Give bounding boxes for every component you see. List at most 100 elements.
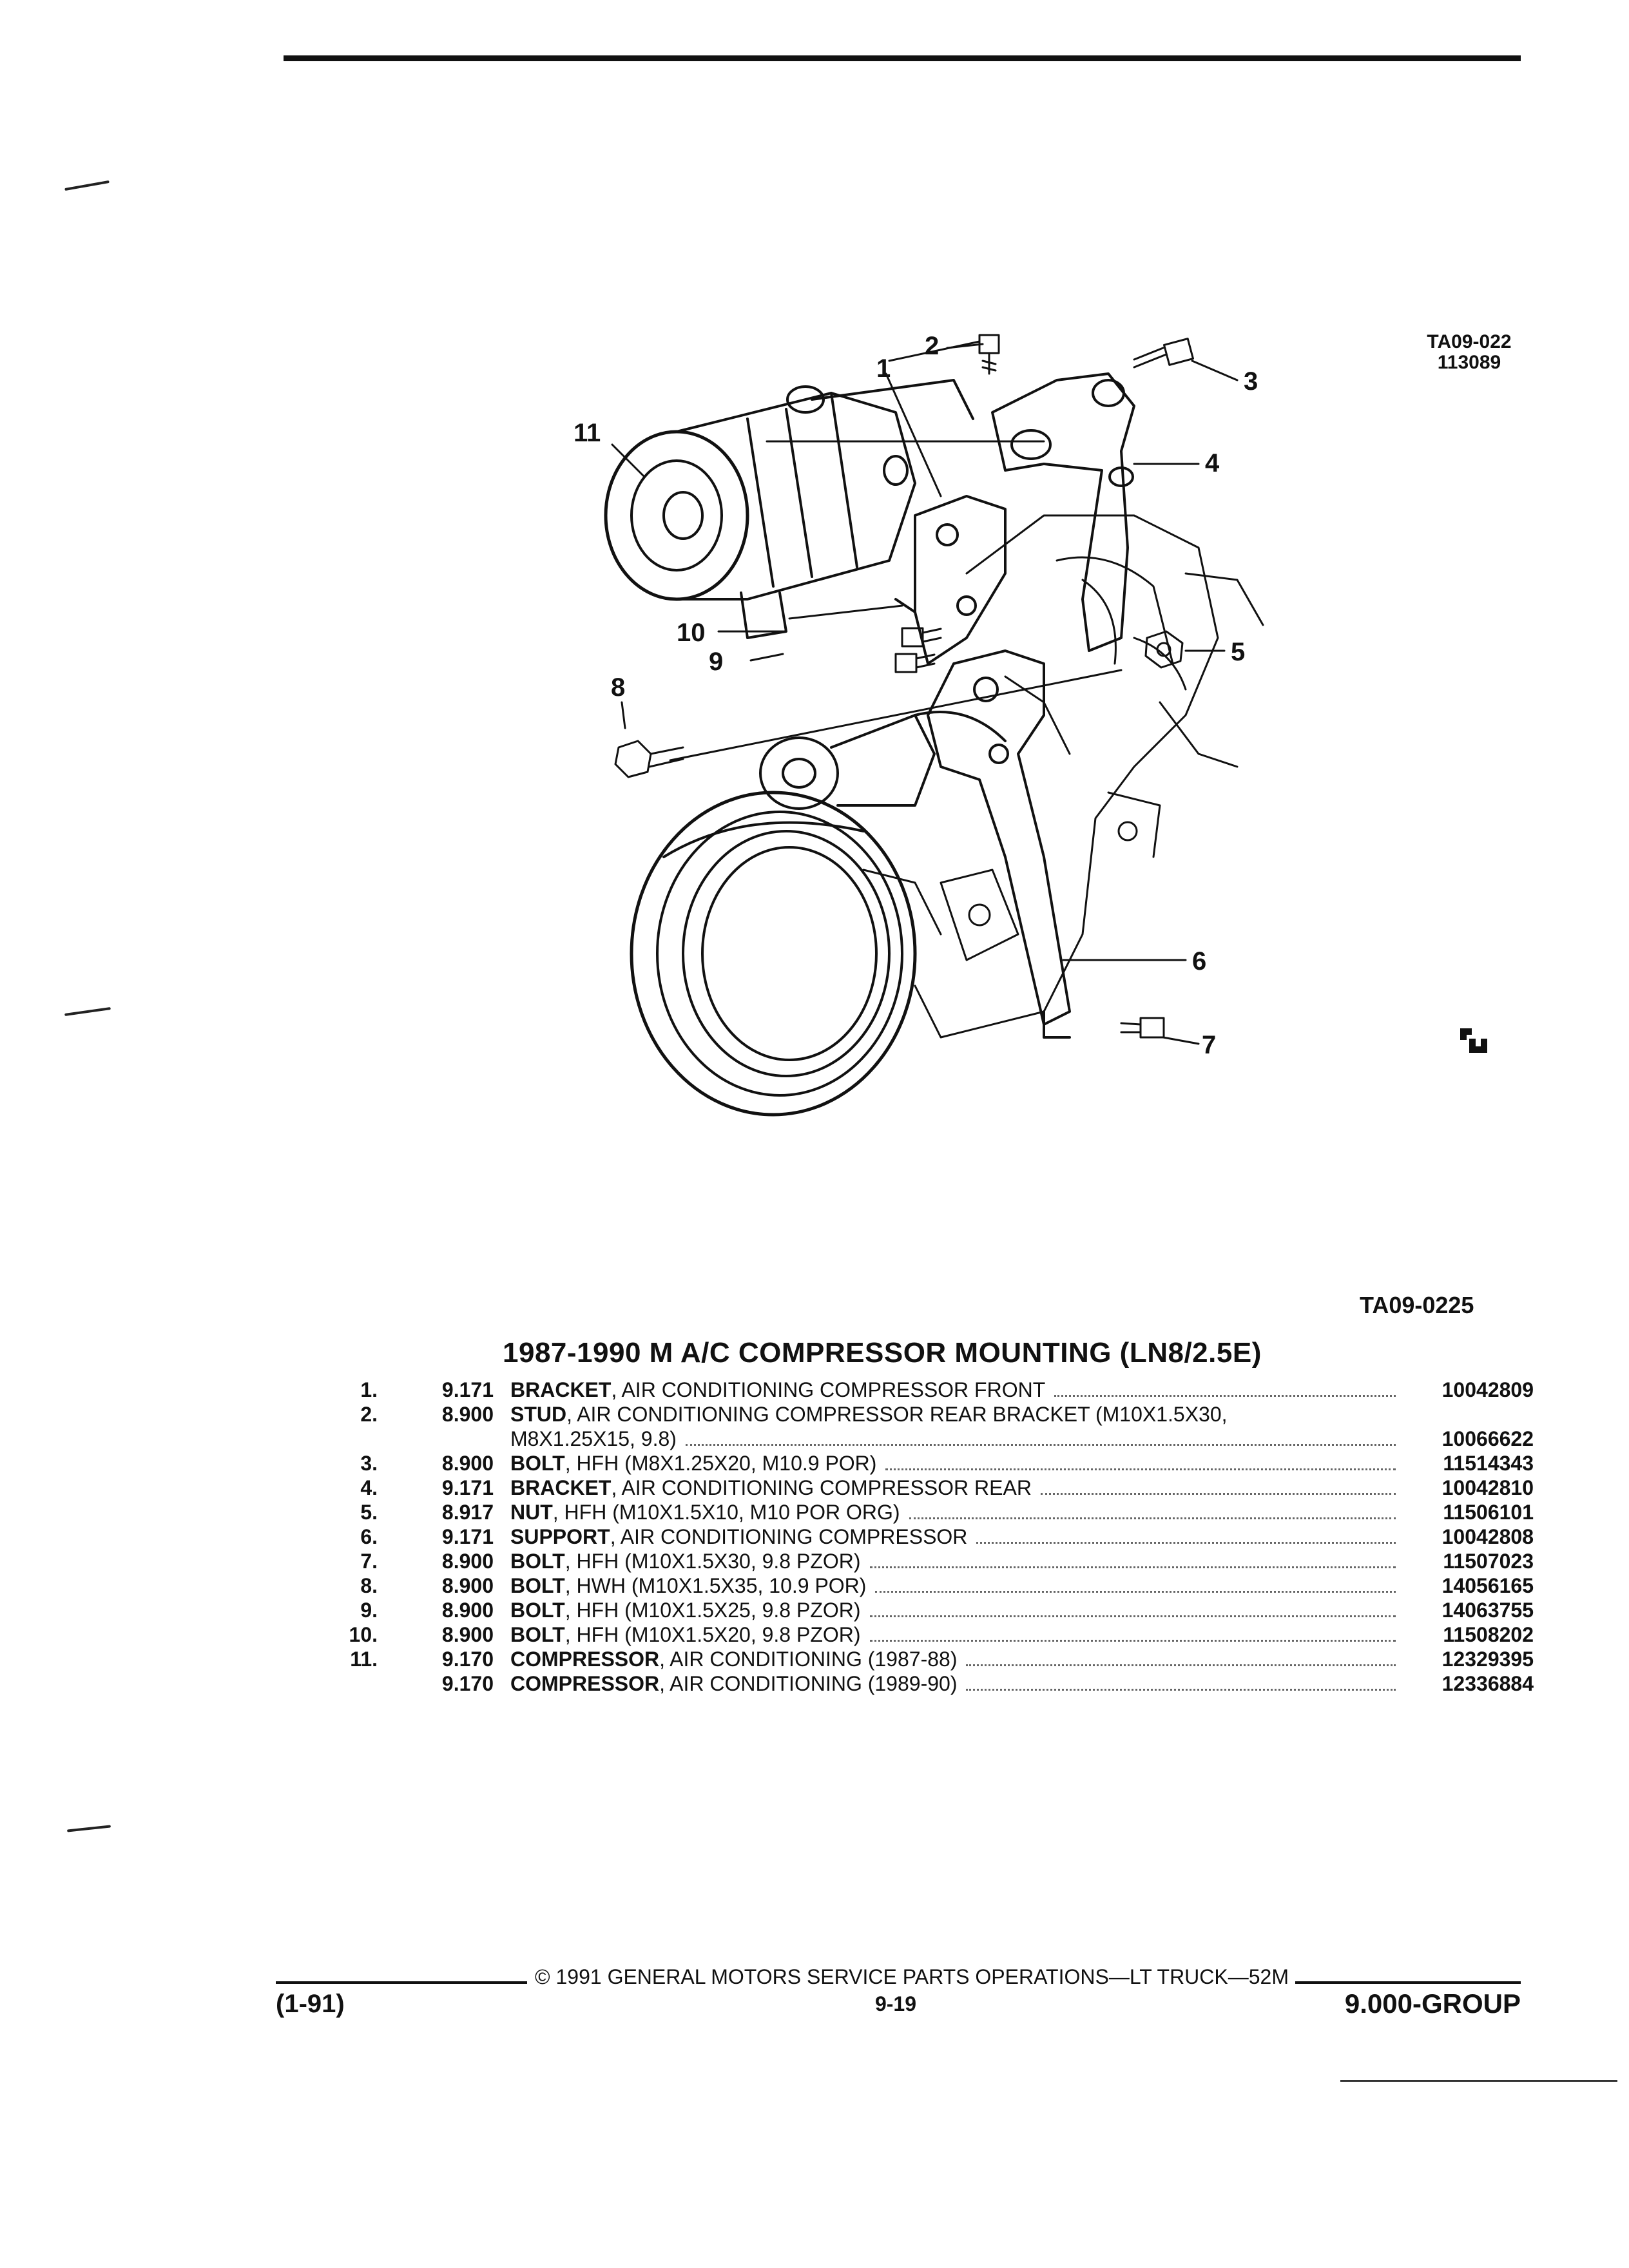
dot-leader xyxy=(966,1664,1396,1666)
part-description: STUD, AIR CONDITIONING COMPRESSOR REAR B… xyxy=(510,1402,1405,1427)
part-number: 11508202 xyxy=(1443,1623,1534,1646)
bottom-rule xyxy=(1340,2080,1617,2082)
bolt-7 xyxy=(1120,1017,1165,1039)
bolt-9 xyxy=(894,653,936,673)
callout-8: 8 xyxy=(611,673,625,702)
part-number: 11507023 xyxy=(1443,1550,1534,1573)
scan-mark xyxy=(64,180,110,191)
bolt-8 xyxy=(614,740,684,778)
dot-leader xyxy=(685,1444,1396,1446)
part-name: BRACKET xyxy=(510,1476,612,1499)
group-number: 8.900 xyxy=(441,1574,494,1597)
callout-3: 3 xyxy=(1244,367,1258,396)
part-description: NUT, HFH (M10X1.5X10, M10 POR ORG) xyxy=(510,1500,1405,1524)
part-description: BRACKET, AIR CONDITIONING COMPRESSOR REA… xyxy=(510,1475,1405,1500)
part-description: COMPRESSOR, AIR CONDITIONING (1987-88) xyxy=(510,1647,1405,1671)
rear-bracket xyxy=(991,372,1135,652)
part-number: 12329395 xyxy=(1441,1648,1534,1671)
part-description: BOLT, HWH (M10X1.5X35, 10.9 POR) xyxy=(510,1573,1405,1598)
scan-mark xyxy=(66,1825,111,1832)
illustration-code: TA09-022 113089 xyxy=(1405,332,1534,373)
group-number: 9.171 xyxy=(441,1525,494,1548)
scan-mark xyxy=(64,1007,111,1016)
part-description: BRACKET, AIR CONDITIONING COMPRESSOR FRO… xyxy=(510,1378,1405,1402)
edition-date: (1-91) xyxy=(276,1990,345,2018)
callout-5: 5 xyxy=(1231,638,1245,666)
gm-spo-logo-icon xyxy=(1460,1028,1487,1053)
part-name: SUPPORT xyxy=(510,1525,610,1548)
part-description: BOLT, HFH (M10X1.5X20, 9.8 PZOR) xyxy=(510,1622,1405,1647)
dot-leader xyxy=(875,1591,1396,1593)
part-number: 10042809 xyxy=(1441,1378,1534,1401)
crank-pulley xyxy=(630,791,917,1117)
engine-block xyxy=(862,514,1264,1039)
part-name: BOLT xyxy=(510,1574,565,1597)
part-detail: M8X1.25X15, 9.8) xyxy=(510,1427,677,1450)
dot-leader xyxy=(909,1517,1396,1519)
figure-code: TA09-0225 xyxy=(1360,1292,1474,1318)
part-number: 10042810 xyxy=(1441,1476,1534,1499)
group-number: 8.917 xyxy=(441,1501,494,1524)
part-detail: , AIR CONDITIONING (1987-88) xyxy=(659,1648,958,1671)
part-name: BOLT xyxy=(510,1452,565,1475)
part-detail: , HFH (M8X1.25X20, M10.9 POR) xyxy=(564,1452,877,1475)
part-name: BOLT xyxy=(510,1599,565,1622)
leader-lines xyxy=(611,340,1239,1045)
part-description: BOLT, HFH (M10X1.5X25, 9.8 PZOR) xyxy=(510,1598,1405,1622)
bolt-3 xyxy=(1133,338,1194,369)
group-number: 9.171 xyxy=(441,1476,494,1499)
item-number: 5. xyxy=(360,1501,378,1524)
callout-9: 9 xyxy=(709,648,723,676)
dot-leader xyxy=(1040,1493,1396,1495)
dot-leader xyxy=(869,1615,1396,1617)
part-detail: , HFH (M10X1.5X10, M10 POR ORG) xyxy=(552,1501,900,1524)
group-number: 8.900 xyxy=(441,1599,494,1622)
dot-leader xyxy=(1054,1395,1396,1397)
exploded-view-svg: 1 2 3 4 5 6 7 8 9 10 11 xyxy=(574,332,1264,1117)
item-number: 3. xyxy=(360,1452,378,1475)
part-number: 10066622 xyxy=(1441,1427,1534,1450)
top-rule xyxy=(284,55,1521,61)
page-title: 1987-1990 M A/C COMPRESSOR MOUNTING (LN8… xyxy=(503,1337,1262,1369)
footer-rule-right xyxy=(1295,1981,1521,1984)
group-number: 8.900 xyxy=(441,1452,494,1475)
dot-leader xyxy=(976,1542,1396,1544)
item-number: 8. xyxy=(360,1574,378,1597)
item-number: 4. xyxy=(360,1476,378,1499)
parts-row: M8X1.25X15, 9.8) 10066622 xyxy=(335,1427,1534,1451)
callout-1: 1 xyxy=(876,354,891,383)
group-number: 8.900 xyxy=(441,1403,494,1426)
part-description: BOLT, HFH (M10X1.5X30, 9.8 PZOR) xyxy=(510,1549,1405,1573)
dot-leader xyxy=(869,1566,1396,1568)
callout-2: 2 xyxy=(925,332,939,360)
parts-row: 5. 8.917 NUT, HFH (M10X1.5X10, M10 POR ORG… xyxy=(335,1500,1534,1524)
parts-row: 4. 9.171 BRACKET, AIR CONDITIONING COMPRES… xyxy=(335,1475,1534,1500)
part-name: BOLT xyxy=(510,1623,565,1646)
item-number: 10. xyxy=(349,1623,378,1646)
part-detail: , HFH (M10X1.5X25, 9.8 PZOR) xyxy=(564,1599,861,1622)
item-number: 9. xyxy=(360,1599,378,1622)
callout-labels: 1 2 3 4 5 6 7 8 9 10 11 xyxy=(574,332,1258,1059)
callout-6: 6 xyxy=(1192,947,1206,975)
part-number: 10042808 xyxy=(1441,1525,1534,1548)
ta-date: 113089 xyxy=(1437,352,1501,373)
ac-compressor xyxy=(604,379,974,639)
part-detail: , AIR CONDITIONING (1989-90) xyxy=(659,1672,958,1695)
part-detail: , AIR CONDITIONING COMPRESSOR xyxy=(610,1525,968,1548)
callout-10: 10 xyxy=(677,619,706,647)
nut-5 xyxy=(1144,630,1184,669)
fasteners xyxy=(614,334,1194,1039)
callout-7: 7 xyxy=(1202,1031,1216,1059)
parts-row: 9. 8.900 BOLT, HFH (M10X1.5X25, 9.8 PZOR) 1… xyxy=(335,1598,1534,1622)
dot-leader xyxy=(869,1640,1396,1642)
part-number: 14063755 xyxy=(1441,1599,1534,1622)
part-detail: , AIR CONDITIONING COMPRESSOR FRONT xyxy=(611,1378,1046,1401)
item-number: 7. xyxy=(360,1550,378,1573)
part-name: BOLT xyxy=(510,1550,565,1573)
part-name: NUT xyxy=(510,1501,553,1524)
front-bracket xyxy=(894,495,1007,665)
